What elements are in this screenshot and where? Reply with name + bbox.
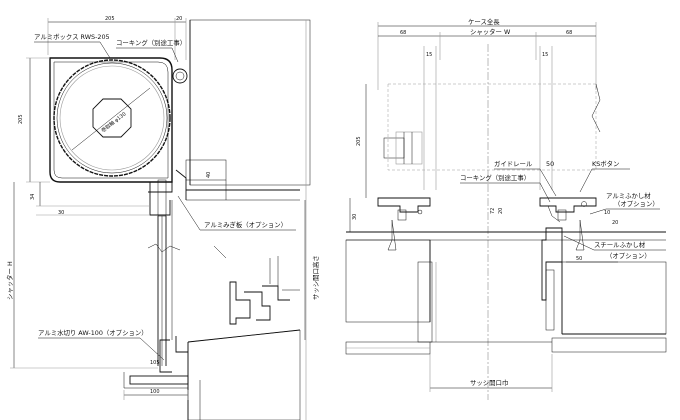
dim-15-a: 15 [426, 52, 432, 58]
axis-label: 巻取軸 φ130 [100, 110, 128, 134]
right-plan-view: ケース全長 シャッター W 68 68 15 15 205 ガイドレール 50 … [345, 17, 667, 400]
dim-34: 34 [30, 194, 36, 200]
dim-72: 72 [490, 208, 496, 214]
alu-fukashi-label-2: （オプション） [614, 200, 659, 208]
steel-fukashi-label-2: （オプション） [606, 252, 651, 260]
sash-width-label: サッシ開口巾 [470, 378, 508, 387]
dim-40: 40 [206, 172, 212, 178]
dim-50-b: 50 [576, 256, 582, 262]
steel-fukashi-label-1: スチールふかし材 [594, 240, 646, 249]
caulking-label-right: コーキング（別途工事） [460, 173, 530, 182]
shutter-w-label: シャッター W [470, 27, 511, 36]
dim-15-b: 15 [542, 52, 548, 58]
caulking-label-left: コーキング（別途工事） [116, 38, 186, 47]
dim-top-width: 205 [105, 16, 115, 22]
dim-205-right: 205 [356, 136, 362, 146]
case-length-label: ケース全長 [468, 17, 500, 26]
wall-hatch-lower [187, 329, 301, 420]
dim-20-b: 20 [612, 220, 618, 226]
dim-top-right: 20 [176, 16, 182, 22]
dim-100: 100 [150, 389, 160, 395]
shutter-roll [53, 59, 171, 177]
rail-profile-right [539, 197, 597, 213]
wall-hatch-right-right [561, 261, 667, 335]
dim-30-right: 30 [352, 214, 358, 220]
dim-20: 20 [498, 208, 504, 214]
dim-box-height: 205 [18, 114, 24, 124]
axle-octagon [92, 98, 132, 138]
left-section-view: 205 20 アルミボックス RWS-205 コーキング（別途工事） 巻取軸 φ… [5, 16, 320, 420]
wall-hatch-right-left [345, 239, 431, 323]
screw-label: KSボタン [592, 159, 619, 168]
dim-68-right: 68 [566, 30, 572, 36]
dim-68-left: 68 [400, 30, 406, 36]
dim-10: 10 [604, 210, 610, 216]
shutter-h-label: シャッター H [5, 261, 14, 300]
sash-h-label: サッシ開口高さ [311, 255, 320, 300]
box-label: アルミボックス RWS-205 [34, 33, 110, 41]
water-drain [129, 375, 189, 385]
slat-label: アルミみぎ板（オプション） [204, 220, 287, 229]
dim-30: 30 [58, 210, 64, 216]
box-outline [387, 83, 597, 171]
dim-105: 105 [150, 360, 160, 366]
water-label: アルミ水切り AW-100（オプション） [38, 328, 148, 337]
alu-fukashi-label-1: アルミふかし材 [606, 191, 651, 200]
dim-50-label: 50 [546, 160, 554, 168]
guide-rail-label: ガイドレール [494, 159, 533, 168]
